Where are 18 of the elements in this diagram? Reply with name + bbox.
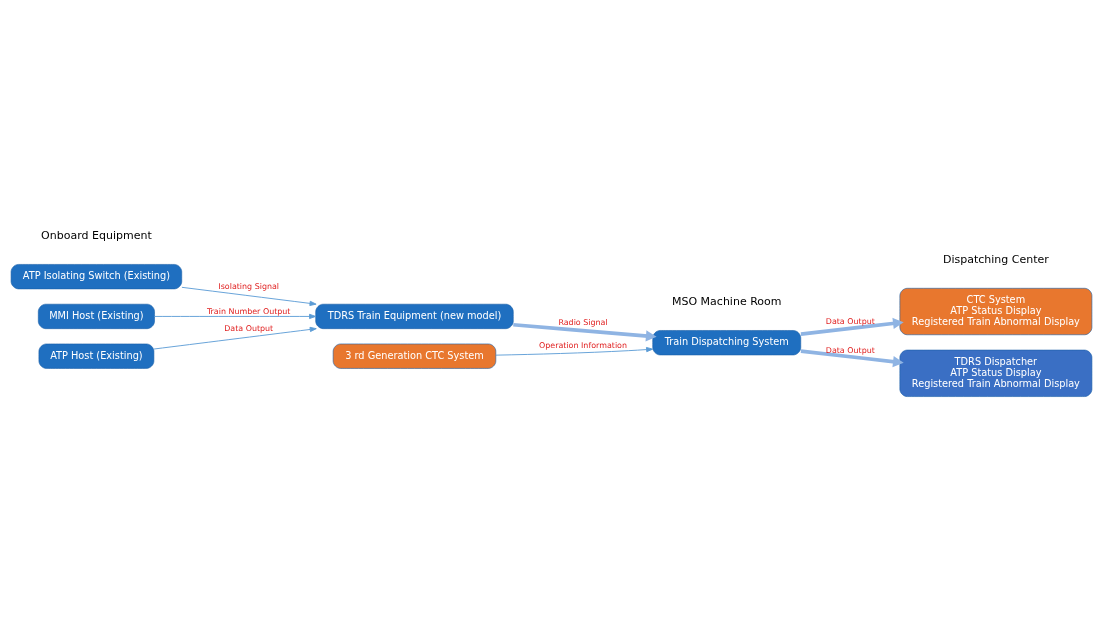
node-box: MMI Host (Existing): [38, 303, 155, 329]
node-box: Train Dispatching System: [652, 330, 802, 356]
arrow: [495, 346, 654, 356]
arrow: [800, 317, 904, 336]
arrow: [153, 326, 317, 350]
label: Onboard Equipment: [41, 228, 152, 242]
node-box: CTC System ATP Status Display Registered Train Abnormal Display: [899, 288, 1093, 336]
node-box: TDRS Dispatcher ATP Status Display Registered Train Abnormal Display: [899, 349, 1093, 397]
arrow: [154, 313, 317, 319]
label: MSO Machine Room: [672, 295, 782, 309]
node-box: TDRS Train Equipment (new model): [315, 303, 514, 329]
node-box: ATP Host (Existing): [38, 343, 155, 369]
label: Dispatching Center: [942, 252, 1049, 266]
arrow: [800, 349, 904, 368]
node-box: 3 rd Generation CTC System: [332, 343, 497, 369]
arrow: [513, 322, 657, 342]
arrow: [181, 286, 317, 306]
node-box: ATP Isolating Switch (Existing): [10, 264, 183, 290]
